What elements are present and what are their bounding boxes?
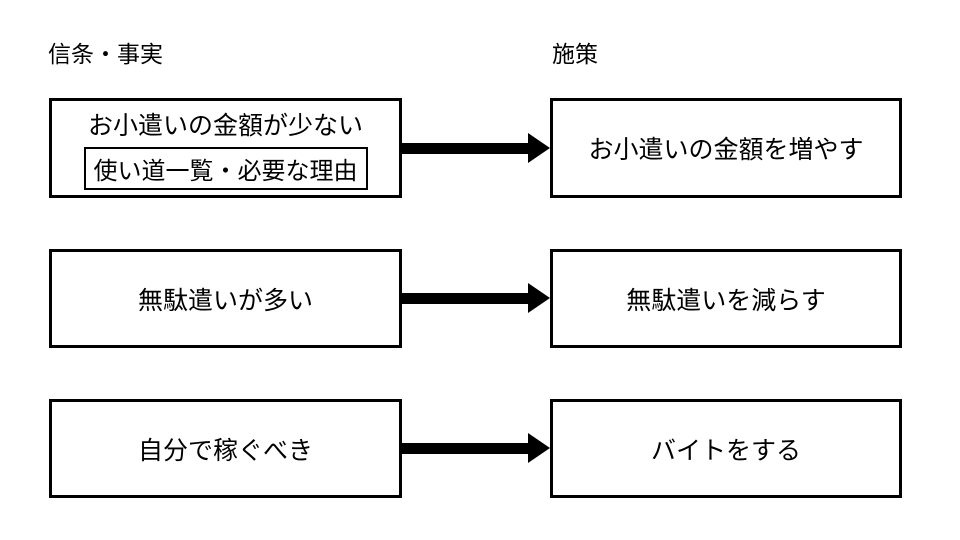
action-text-reduce-waste: 無駄遣いを減らす (626, 287, 826, 315)
belief-box-allowance-low: お小遣いの金額が少ない 使い道一覧・必要な理由 (49, 98, 402, 198)
column-header-actions: 施策 (552, 42, 598, 67)
column-header-beliefs: 信条・事実 (48, 42, 163, 67)
arrow-head (528, 133, 550, 163)
arrow-head (528, 283, 550, 313)
belief-text-earn-yourself: 自分で稼ぐべき (137, 437, 313, 465)
belief-text-wasteful-spending: 無駄遣いが多い (137, 287, 313, 315)
arrow-right-icon (402, 433, 550, 463)
arrow-shaft (402, 292, 528, 304)
belief-text-allowance-low: お小遣いの金額が少ない (87, 113, 363, 140)
action-text-part-time-job: バイトをする (650, 437, 801, 465)
belief-box-wasteful-spending: 無駄遣いが多い (49, 249, 402, 348)
action-text-increase-allowance: お小遣いの金額を増やす (588, 137, 864, 164)
action-box-part-time-job: バイトをする (550, 399, 902, 498)
arrow-head (528, 433, 550, 463)
belief-detail-box: 使い道一覧・必要な理由 (83, 147, 368, 190)
action-box-reduce-waste: 無駄遣いを減らす (550, 249, 902, 348)
belief-box-earn-yourself: 自分で稼ぐべき (49, 399, 402, 498)
arrow-right-icon (402, 283, 550, 313)
action-box-increase-allowance: お小遣いの金額を増やす (550, 98, 902, 198)
belief-detail-text: 使い道一覧・必要な理由 (93, 159, 358, 185)
arrow-right-icon (402, 133, 550, 163)
arrow-shaft (402, 442, 528, 454)
arrow-shaft (402, 142, 528, 154)
